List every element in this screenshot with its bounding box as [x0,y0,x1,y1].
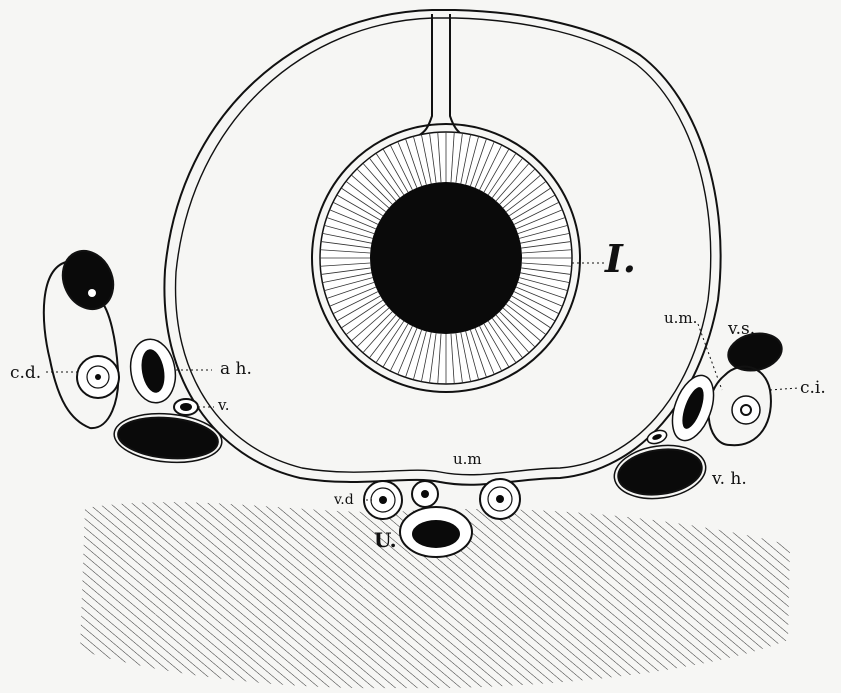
label-vh: v. h. [711,469,747,489]
vessel-cd-upper [54,243,123,318]
label-vs: v.s. [727,319,755,339]
label-um-right: u.m. [664,309,697,327]
label-v: v. [217,396,229,414]
label-um-bottom: u.m [453,450,482,468]
vessel-large-left [116,414,219,463]
label-ah: a h. [220,359,252,379]
label-cd: c.d. [10,363,41,383]
label-U: U. [374,528,397,552]
label-ci: c.i. [800,378,826,398]
duct-ci [732,396,760,424]
label-i: I. [604,236,636,281]
central-organ [312,124,580,392]
label-vd: v.d [333,492,354,508]
central-septum [418,14,464,136]
